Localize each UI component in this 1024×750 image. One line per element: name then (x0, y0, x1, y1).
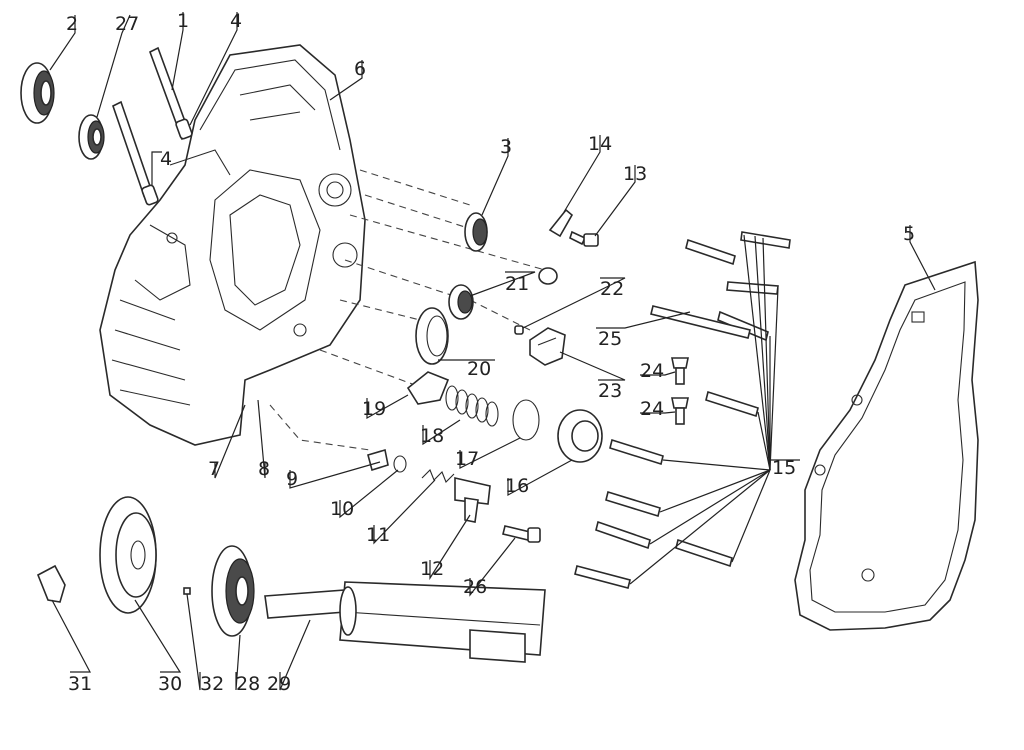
sensor-23 (529, 327, 566, 366)
key-31 (36, 564, 66, 603)
pin-32 (183, 587, 191, 595)
washer-10 (393, 455, 407, 473)
label-26: 26 (463, 576, 487, 598)
spring-18 (445, 385, 499, 427)
label-13: 13 (623, 163, 647, 185)
part-labels: 2 27 1 4 4 6 3 14 13 5 21 22 25 20 23 24… (66, 10, 915, 695)
bearing-28 (211, 545, 255, 637)
label-8: 8 (258, 458, 270, 480)
gear-30 (99, 496, 157, 614)
label-19: 19 (362, 398, 386, 420)
label-24-lower: 24 (640, 398, 664, 420)
bolt-26 (502, 525, 541, 543)
alignment-dashes (269, 169, 546, 451)
label-10: 10 (330, 498, 354, 520)
label-20: 20 (467, 358, 491, 380)
pin-22 (514, 325, 524, 335)
label-2: 2 (66, 13, 78, 35)
bushing (538, 267, 558, 285)
label-30: 30 (158, 673, 182, 695)
bolt-24-upper (671, 357, 689, 385)
crankshaft-29 (264, 581, 546, 663)
gasket-5 (794, 260, 979, 631)
label-32: 32 (200, 673, 224, 695)
oil-seal-21 (448, 284, 474, 320)
label-24-upper: 24 (640, 360, 664, 382)
label-25: 25 (598, 328, 622, 350)
label-11: 11 (366, 524, 390, 546)
label-6: 6 (354, 58, 366, 80)
label-15: 15 (772, 457, 796, 479)
label-22: 22 (600, 278, 624, 300)
label-7: 7 (208, 458, 220, 480)
label-12: 12 (420, 558, 444, 580)
dowel-pins-4 (141, 118, 193, 206)
label-27: 27 (115, 13, 139, 35)
label-14: 14 (588, 133, 612, 155)
label-21: 21 (505, 273, 529, 295)
bearing-27 (78, 114, 105, 160)
label-9: 9 (286, 468, 298, 490)
bolt-25 (650, 305, 751, 339)
leader-lines (49, 12, 936, 691)
crankcase-half (99, 44, 366, 446)
oil-seal-20 (415, 307, 449, 365)
bolt-24-lower (671, 397, 689, 425)
label-28: 28 (236, 673, 260, 695)
spring-11 (421, 469, 455, 483)
plug-9 (367, 448, 389, 472)
plug-16 (557, 409, 603, 463)
label-1: 1 (177, 10, 189, 32)
label-18: 18 (420, 425, 444, 447)
label-23: 23 (598, 380, 622, 402)
valve-12 (454, 476, 491, 523)
label-17: 17 (455, 448, 479, 470)
bolt-13 (569, 230, 599, 247)
label-3: 3 (500, 136, 512, 158)
label-31: 31 (68, 673, 92, 695)
oil-seal-3 (464, 212, 488, 252)
label-4-top: 4 (230, 10, 242, 32)
bolt-set-15 (574, 231, 791, 589)
plate-14 (548, 208, 574, 238)
o-ring-17 (512, 399, 540, 441)
label-4-left: 4 (160, 148, 172, 170)
label-5: 5 (903, 223, 915, 245)
plug-cap-19 (406, 371, 450, 405)
label-29: 29 (267, 673, 291, 695)
label-16: 16 (505, 475, 529, 497)
oil-seal-2 (20, 62, 55, 124)
